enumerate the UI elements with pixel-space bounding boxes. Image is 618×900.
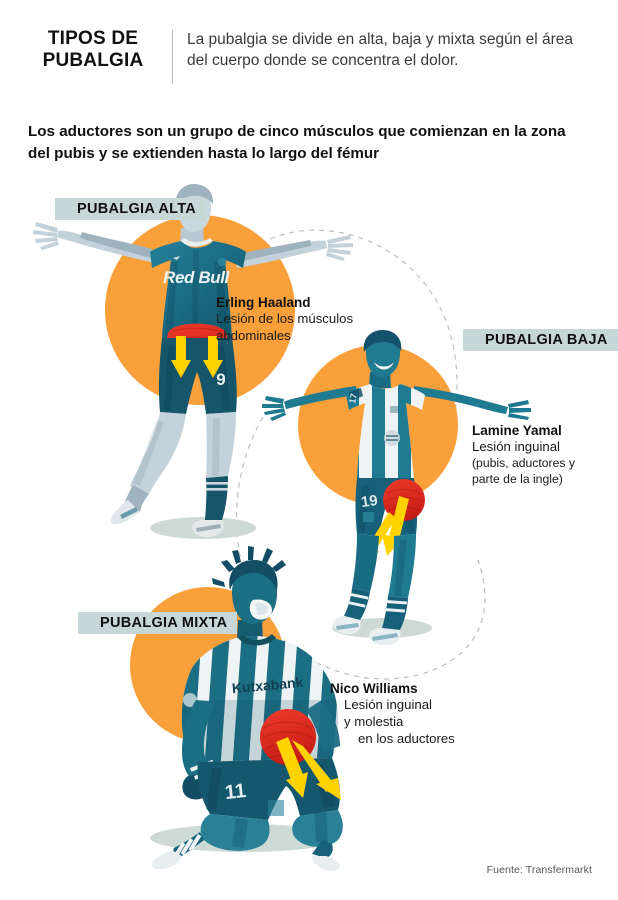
yamal-left-hand [262,396,286,421]
caption-nico-name: Nico Williams [330,681,418,696]
nico-hair [212,546,286,590]
page-title-line1: TIPOS DE [47,28,139,49]
header-subtitle: La pubalgia se divide en alta, baja y mi… [187,31,574,70]
nico-sock-right [312,840,333,858]
nico-shoe-left [151,850,182,870]
nico-leg-left [200,814,270,851]
haaland-shorts-number: 9 [216,370,225,389]
yamal-sock-front [382,596,408,630]
section-label-pubalgia-alta: PUBALGIA ALTA [55,198,207,220]
yamal-right-arm [414,386,508,414]
yamal-right-hand [508,400,531,420]
haaland-leg-left [130,412,186,494]
figure-yamal: 17 19 [262,330,531,646]
caption-yamal-line3: parte de la ingle) [472,471,563,486]
caption-nico-line2: y molestia [344,714,404,730]
header: TIPOS DE PUBALGIA La pubalgia se divide … [0,28,618,84]
page-title-line2: PUBALGIA [42,50,144,72]
section-label-baja-text: PUBALGIA BAJA [485,332,608,348]
haaland-right-hand [326,235,353,261]
caption-haaland-line2: abdominales [216,328,291,344]
nico-leg-right [292,810,343,847]
caption-nico: Nico Williams Lesión inguinal y molestia… [330,680,455,748]
haaland-shoe-left [110,500,140,525]
nico-right-arm [306,700,340,752]
haaland-left-hand [33,222,59,250]
caption-yamal-line2: (pubis, aductores y [472,456,575,471]
yamal-leg-front [388,534,416,598]
nico-neck [237,620,263,640]
nico-left-arm [182,700,216,780]
caption-yamal-name: Lamine Yamal [472,423,562,438]
nico-shoe-right [312,856,340,871]
section-label-mixta-text: PUBALGIA MIXTA [100,615,228,631]
header-divider [172,30,173,84]
caption-yamal-line1: Lesión inguinal [472,439,560,455]
haaland-injury-arrows [171,336,223,378]
figure-nico: Kutxabank 11 [130,546,343,871]
section-label-alta-text: PUBALGIA ALTA [77,201,197,217]
nico-jersey-sponsor: Kutxabank [231,674,304,696]
section-label-pubalgia-baja: PUBALGIA BAJA [463,329,618,351]
haaland-sock-right [205,476,228,520]
haaland-left-arm [57,230,152,262]
yamal-leg-back [352,534,379,592]
caption-nico-line3: en los aductores [358,731,455,747]
haaland-leg-right [206,412,236,478]
haaland-hair [175,184,214,206]
caption-haaland-line1: Lesión de los músculos [216,311,354,327]
deck-text: Los aductores son un grupo de cinco músc… [28,123,566,162]
caption-haaland: Erling Haaland Lesión de los músculos ab… [216,294,353,345]
page-title: TIPOS DE PUBALGIA [28,28,158,73]
source-credit: Fuente: Transfermarkt [486,864,592,876]
yamal-hair [363,330,402,352]
figure-haaland: Red Bull 9 [33,184,353,539]
svg-text:17: 17 [347,393,359,405]
yamal-left-arm [284,386,357,409]
haaland-jersey-sponsor: Red Bull [163,268,230,287]
caption-nico-line1: Lesión inguinal [344,697,432,713]
section-label-pubalgia-mixta: PUBALGIA MIXTA [78,612,238,634]
caption-haaland-name: Erling Haaland [216,295,311,310]
nico-injury-arrows [276,737,341,800]
yamal-shorts-number: 19 [360,492,379,511]
caption-yamal: Lamine Yamal Lesión inguinal (pubis, adu… [472,422,575,487]
nico-shorts-number: 11 [224,780,247,804]
